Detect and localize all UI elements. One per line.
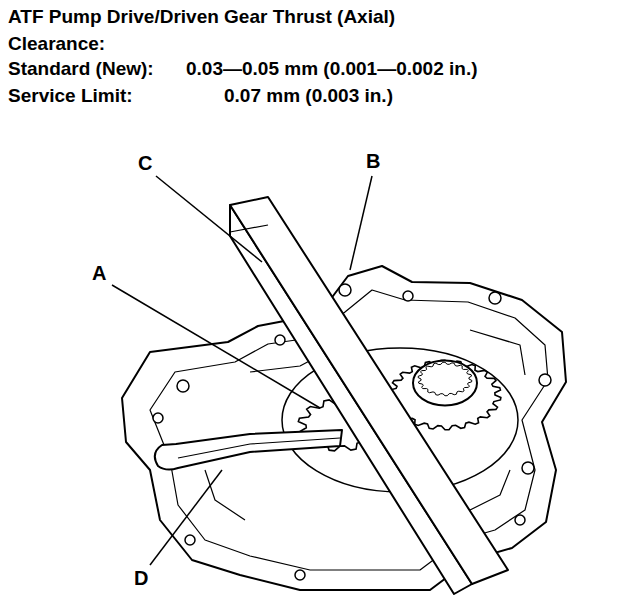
bolt-hole	[515, 515, 525, 525]
feeler-gauge	[155, 430, 342, 470]
gear-spline	[418, 362, 472, 395]
spec-label: Standard (New):	[8, 57, 154, 81]
callout-letter: C	[138, 152, 152, 174]
leader-line	[156, 176, 262, 262]
bolt-hole	[275, 335, 285, 345]
spec-value: 0.03—0.05 mm (0.001—0.002 in.)	[186, 57, 478, 81]
bolt-hole	[295, 570, 305, 580]
callout-letter: D	[134, 567, 148, 589]
straight-edge-line	[230, 225, 268, 232]
bolt-hole	[403, 291, 413, 301]
leader-line	[112, 285, 320, 408]
feeler-gauge-edge	[178, 438, 340, 458]
bolt-hole	[539, 374, 551, 386]
spec-label: Service Limit:	[8, 84, 133, 108]
spec-value: 0.07 mm (0.003 in.)	[224, 84, 393, 108]
straight-edge-top	[230, 197, 508, 584]
callout-letter: A	[92, 262, 106, 284]
bolt-hole	[177, 380, 189, 392]
leader-line	[350, 176, 372, 270]
bolt-hole	[489, 292, 501, 304]
bolt-hole	[339, 284, 351, 296]
bolt-hole	[522, 462, 534, 474]
callout-letter: B	[366, 150, 380, 172]
bolt-hole	[185, 535, 195, 545]
spec-title: ATF Pump Drive/Driven Gear Thrust (Axial…	[8, 3, 463, 57]
leader-line	[150, 470, 222, 565]
bolt-hole	[153, 413, 163, 423]
gear-bore	[413, 361, 477, 406]
